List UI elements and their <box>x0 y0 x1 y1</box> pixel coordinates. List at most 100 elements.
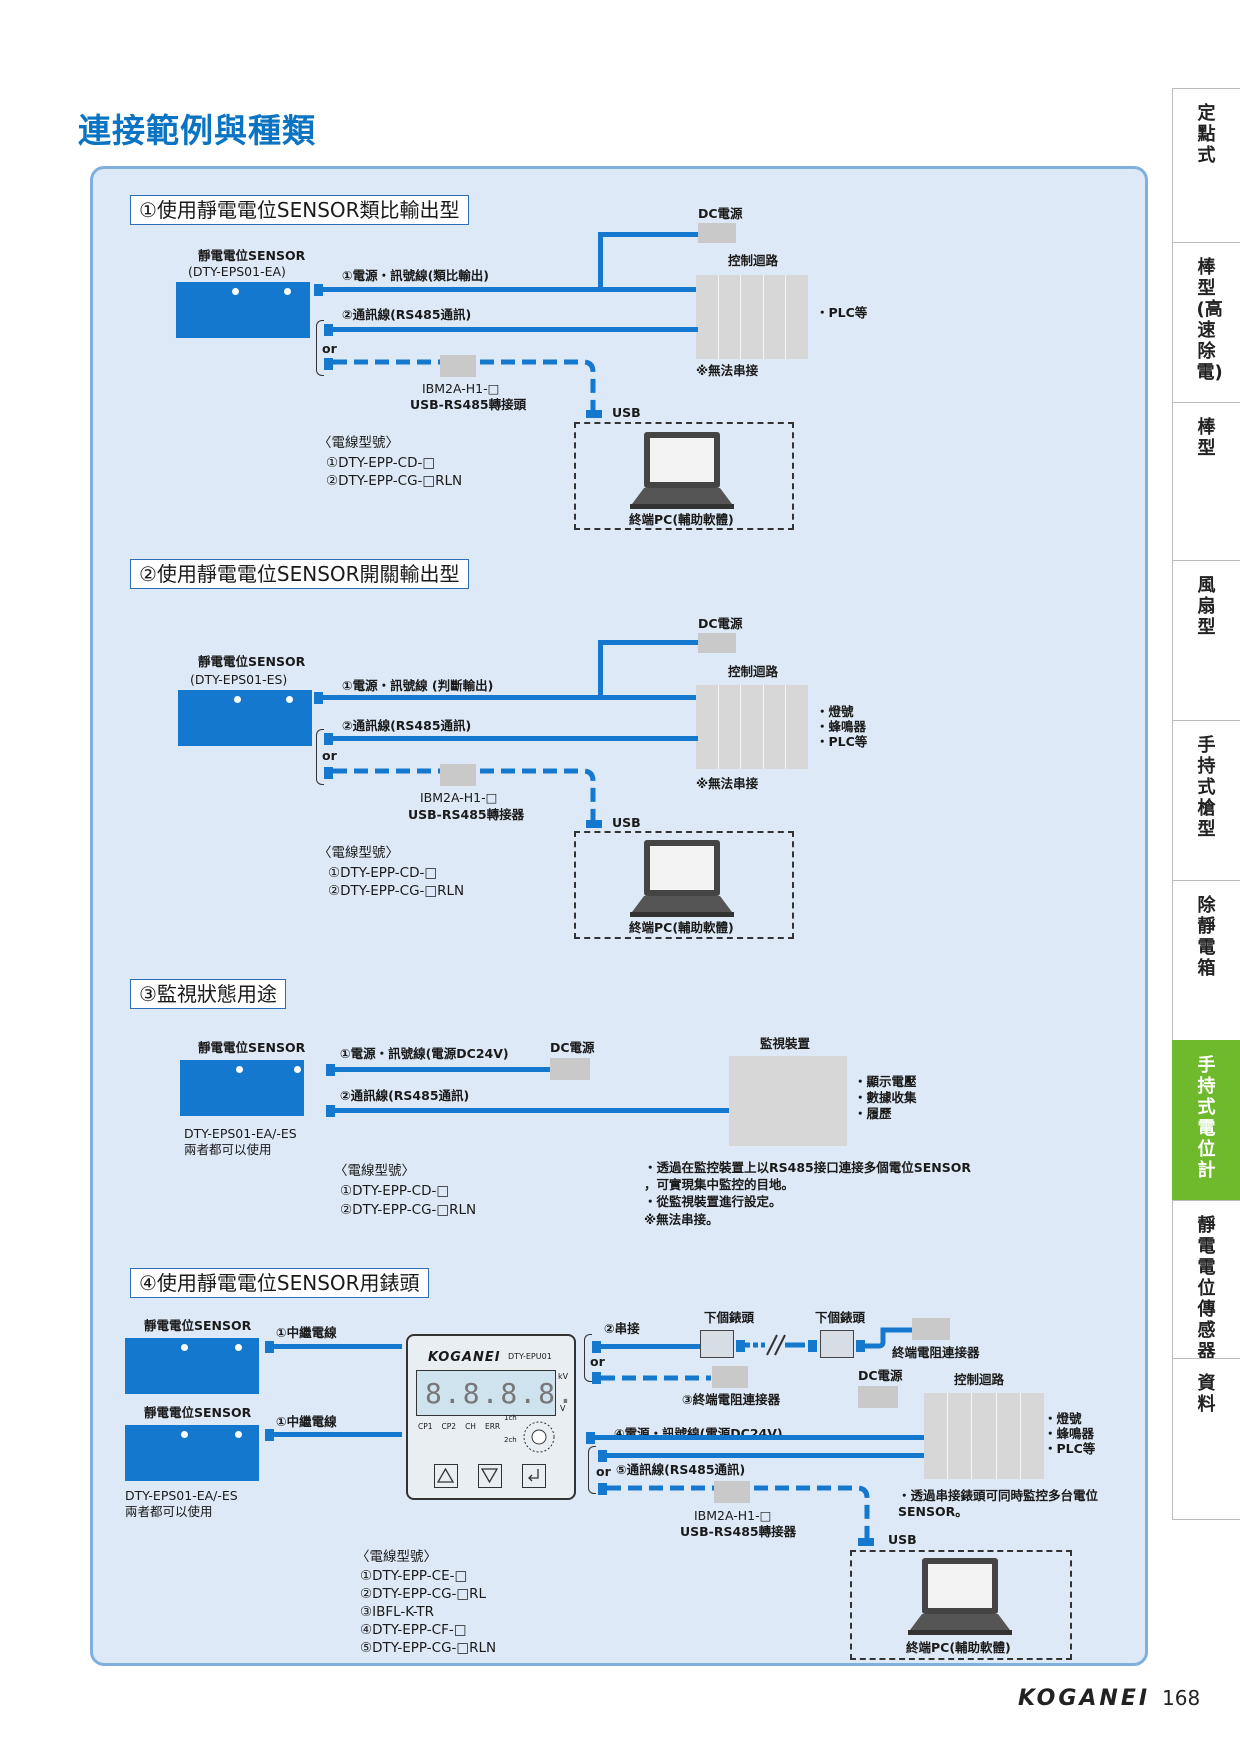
s3-model2: ②DTY-EPP-CG-□RLN <box>340 1202 477 1218</box>
s1-cable1-label: ①電源・訊號線(類比輸出) <box>342 268 490 283</box>
s4-relay-b-label: ①中繼電線 <box>276 1414 337 1429</box>
s4-meter-display: 8.8.8.8. <box>416 1370 574 1416</box>
page-title: 連接範例與種類 <box>78 111 316 150</box>
s4-next-meter-a <box>700 1330 734 1358</box>
s4-model5: ⑤DTY-EPP-CG-□RLN <box>360 1640 497 1656</box>
section1-heading: ①使用靜電電位SENSOR類比輸出型 <box>130 195 469 225</box>
s1-cable2 <box>333 327 698 332</box>
s4-dc-label: DC電源 <box>858 1368 903 1383</box>
s2-dc-power <box>698 633 736 653</box>
s4-meter-brand: KOGANEI <box>428 1350 501 1365</box>
page-number: 168 <box>1162 1686 1201 1710</box>
s2-pc-label: 終端PC(輔助軟體) <box>629 920 734 935</box>
s2-model2: ②DTY-EPP-CG-□RLN <box>328 883 465 899</box>
section2-heading: ②使用靜電電位SENSOR開關輸出型 <box>130 559 469 589</box>
s1-pc-label: 終端PC(輔助軟體) <box>629 512 734 527</box>
s4-terminator-label: 終端電阻連接器 <box>892 1345 980 1360</box>
footer-logo: KOGANEI <box>1018 1686 1151 1711</box>
s4-meter-up-button[interactable] <box>434 1464 458 1488</box>
s1-models-title: 〈電線型號〉 <box>318 435 399 451</box>
section4-heading: ④使用靜電電位SENSOR用錶頭 <box>130 1268 429 1298</box>
s4-series-label: ②串接 <box>604 1321 640 1336</box>
s4-or1: or <box>590 1354 605 1369</box>
s3-info3: ・從監視裝置進行設定。 <box>644 1194 782 1209</box>
tab-fan[interactable]: 風扇型 <box>1172 560 1240 720</box>
s3-sensor-label: 靜電電位SENSOR <box>198 1040 306 1055</box>
s4-meter-dial-icon <box>523 1421 555 1453</box>
s4-meter-enter-button[interactable] <box>522 1464 546 1488</box>
s2-laptop-icon <box>630 840 734 917</box>
s4-adapter <box>714 1481 750 1503</box>
s3-out3: ・履歷 <box>854 1106 892 1121</box>
s2-usb-label: USB <box>612 815 641 830</box>
s4-terminator-conn-label: ③終端電阻連接器 <box>682 1392 781 1407</box>
s2-adapter <box>440 764 476 786</box>
s3-cable1-label: ①電源・訊號線(電源DC24V) <box>340 1046 509 1061</box>
s3-dc-label: DC電源 <box>550 1040 595 1055</box>
s3-info1: ・透過在監控裝置上以RS485接口連接多個電位SENSOR <box>644 1160 971 1175</box>
s4-next-a-label: 下個錶頭 <box>704 1310 755 1325</box>
section3-heading: ③監視狀態用途 <box>130 979 286 1009</box>
tab-handheld-meter[interactable]: 手持式電位計 <box>1172 1040 1240 1200</box>
s2-out2: ・蜂鳴器 <box>816 719 867 734</box>
s4-terminator-dashed <box>601 1375 711 1381</box>
s2-sensor <box>178 690 312 746</box>
s1-control-label: 控制迴路 <box>728 253 779 268</box>
s1-sensor-model: (DTY-EPS01-EA) <box>188 264 286 279</box>
s1-dc-label: DC電源 <box>698 206 743 221</box>
s4-sensor-b-label: 靜電電位SENSOR <box>144 1405 252 1420</box>
s4-control-circuit <box>924 1393 1044 1479</box>
s3-model1: ①DTY-EPP-CD-□ <box>340 1183 450 1199</box>
s4-out1: ・燈號 <box>1044 1411 1082 1426</box>
s2-usb-dashed-cable <box>333 768 596 821</box>
s2-adapter-model: IBM2A-H1-□ <box>420 790 498 805</box>
s1-or: or <box>322 341 337 356</box>
s2-cable1-label: ①電源・訊號線 (判斷輸出) <box>342 678 494 693</box>
s4-meter-kv: kV <box>558 1372 569 1381</box>
s1-note: ※無法串接 <box>696 363 759 378</box>
s3-cable2 <box>335 1108 729 1113</box>
tab-static-box[interactable]: 除靜電箱 <box>1172 880 1240 1040</box>
s4-meter-down-button[interactable] <box>478 1464 502 1488</box>
s4-usb-label: USB <box>888 1532 917 1547</box>
s2-adapter-name: USB-RS485轉接器 <box>408 807 525 822</box>
s1-sensor-label: 靜電電位SENSOR <box>198 248 306 263</box>
s4-pc-label: 終端PC(輔助軟體) <box>906 1640 1011 1655</box>
s2-out3: ・PLC等 <box>816 734 868 749</box>
s4-relay-a <box>274 1344 402 1349</box>
tab-data[interactable]: 資料 <box>1172 1358 1240 1520</box>
s2-cable2-label: ②通訊線(RS485通訊) <box>342 718 472 733</box>
tab-handheld-gun[interactable]: 手持式槍型 <box>1172 720 1240 880</box>
s4-out2: ・蜂鳴器 <box>1044 1426 1095 1441</box>
s4-adapter-model: IBM2A-H1-□ <box>694 1508 772 1523</box>
s3-info4: ※無法串接。 <box>644 1212 719 1227</box>
s4-model3: ③IBFL-K-TR <box>360 1604 434 1620</box>
tab-fixed[interactable]: 定點式 <box>1172 88 1240 242</box>
s3-cable1 <box>335 1067 550 1072</box>
s4-series-cable <box>601 1344 701 1349</box>
s3-out1: ・顯示電壓 <box>854 1074 917 1089</box>
s4-terminator-cable <box>865 1327 913 1349</box>
s3-dc-power <box>550 1058 590 1080</box>
s2-control-label: 控制迴路 <box>728 664 779 679</box>
s4-next-meter-b <box>820 1330 854 1358</box>
s4-relay-b <box>274 1432 402 1437</box>
tab-potential-sensor[interactable]: 靜電電位傳感器 <box>1172 1200 1240 1362</box>
s4-model2: ②DTY-EPP-CG-□RL <box>360 1586 487 1602</box>
s1-adapter <box>440 355 476 377</box>
s2-cable1 <box>323 695 603 700</box>
s3-monitor-label: 監視裝置 <box>760 1036 811 1051</box>
s4-sensor-model: DTY-EPS01-EA/-ES <box>125 1488 238 1503</box>
s4-terminator-connector <box>712 1366 748 1388</box>
tab-bar[interactable]: 棒型 <box>1172 402 1240 560</box>
tab-bar-high-speed[interactable]: 棒型(高速除電) <box>1172 242 1240 402</box>
s1-model1: ①DTY-EPP-CD-□ <box>326 455 436 471</box>
s4-usb-dashed-cable <box>607 1485 870 1540</box>
s1-pc-box <box>574 422 794 530</box>
s3-cable2-label: ②通訊線(RS485通訊) <box>340 1088 470 1103</box>
s2-sensor-label: 靜電電位SENSOR <box>198 654 306 669</box>
s1-cable2-label: ②通訊線(RS485通訊) <box>342 307 472 322</box>
s1-usb-dashed-cable <box>333 359 596 412</box>
